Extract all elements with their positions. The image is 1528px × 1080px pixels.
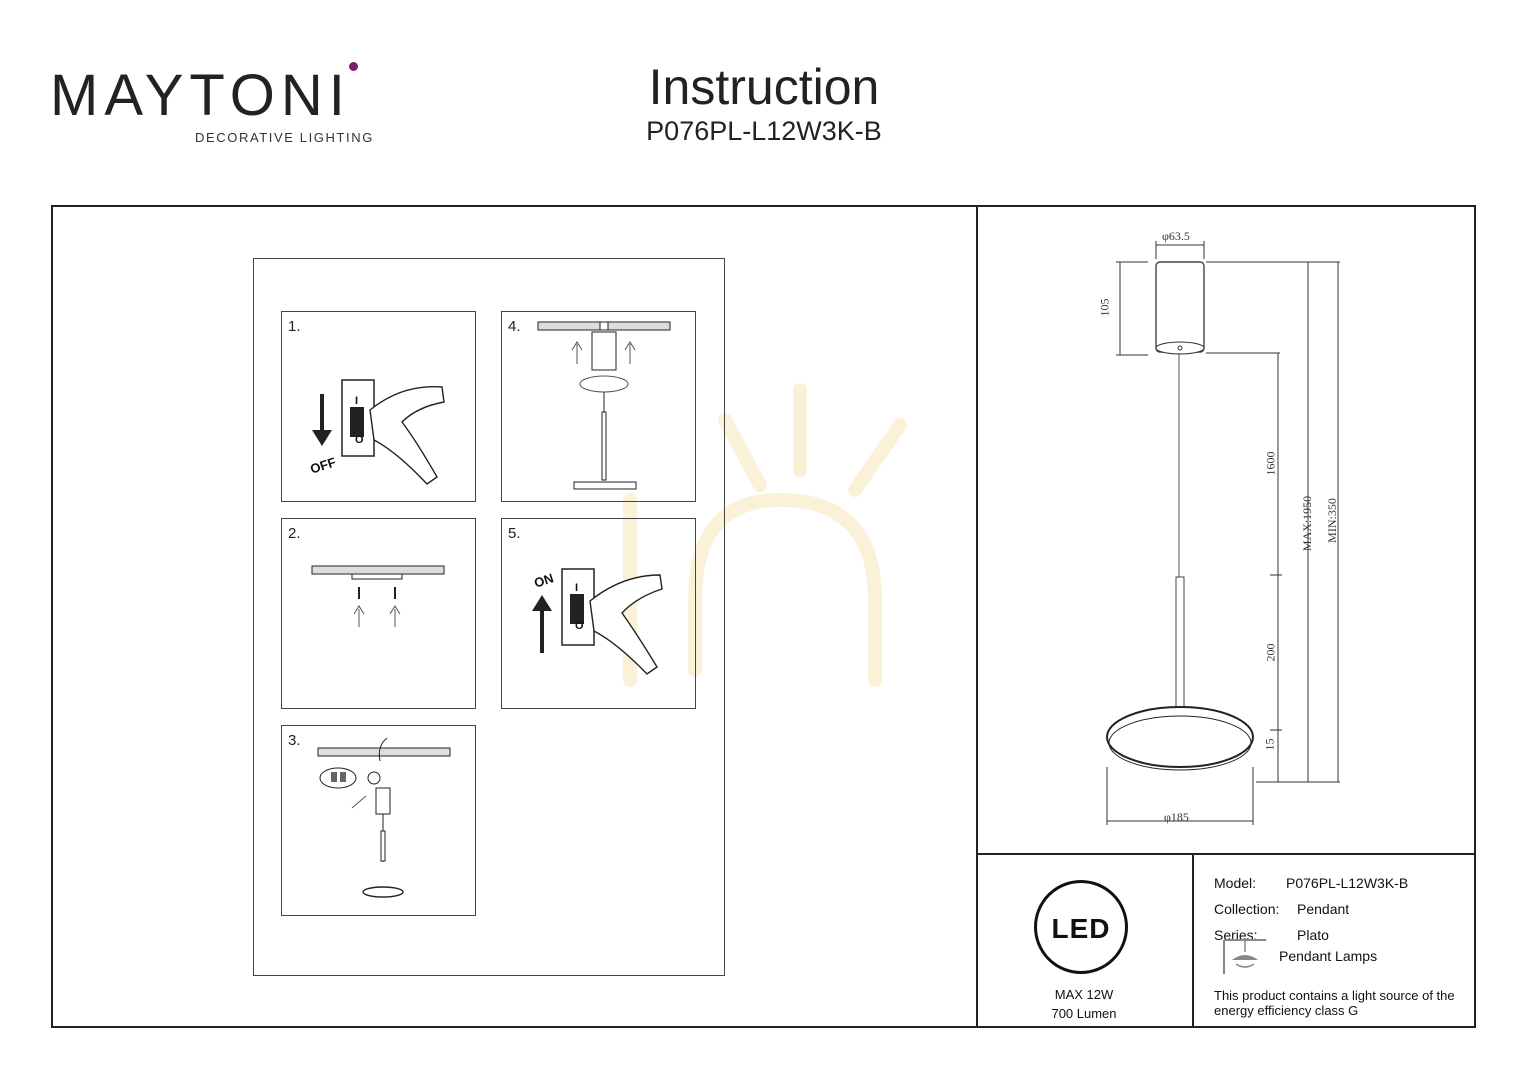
switch-on-marker: I: [355, 395, 359, 407]
switch-off-marker: O: [355, 434, 364, 446]
lamp-attach-illustration: [537, 321, 671, 490]
collection-value: Pendant: [1297, 901, 1350, 917]
energy-text-line1: This product contains a light source of …: [1214, 988, 1455, 1003]
step-2-number: 2.: [288, 525, 301, 542]
installation-steps-panel: [253, 258, 725, 976]
switch-on-marker-5: I: [575, 582, 579, 594]
step-3-panel: 3.: [281, 725, 476, 916]
dimension-drawing: [1106, 241, 1340, 825]
frame-divider-horizontal: [976, 853, 1476, 855]
step-5-number: 5.: [508, 525, 521, 542]
step-2-panel: 2.: [281, 518, 476, 709]
step-4-panel: 4.: [501, 311, 696, 502]
led-power: MAX 12W: [1054, 987, 1114, 1002]
pendant-lamp-icon: [1223, 939, 1266, 974]
led-badge-label: LED: [1051, 913, 1111, 944]
ceiling-mount-illustration: [311, 565, 445, 627]
switch-on-illustration: [532, 568, 663, 675]
step-1-number: 1.: [288, 318, 301, 335]
brand-tagline: DECORATIVE LIGHTING: [195, 130, 374, 145]
step-3-number: 3.: [288, 732, 301, 749]
canopy-height-label: 105: [1097, 298, 1112, 317]
energy-text-line2: energy efficiency class G: [1214, 1003, 1359, 1018]
page-model-code: P076PL-L12W3K-B: [646, 116, 882, 146]
spec-divider-vertical: [1192, 853, 1194, 1028]
cable-length-label: 1600: [1263, 451, 1278, 476]
min-height-label: MIN:350: [1324, 498, 1339, 543]
switch-off-marker-5: O: [575, 620, 584, 632]
step-4-number: 4.: [508, 318, 521, 335]
tube-length-label: 200: [1263, 643, 1278, 662]
model-value: P076PL-L12W3K-B: [1286, 875, 1409, 891]
step-1-panel: 1. I O OFF: [281, 311, 476, 502]
instruction-frame: [51, 205, 1476, 1028]
led-lumen: 700 Lumen: [1051, 1006, 1117, 1021]
collection-label: Collection:: [1214, 901, 1280, 917]
max-height-label: MAX:1950: [1300, 495, 1315, 552]
brand-name: MAYTONI: [50, 63, 351, 128]
model-label: Model:: [1214, 875, 1257, 891]
step-5-panel: 5. I O ON: [501, 518, 696, 709]
led-badge: LED: [1034, 880, 1128, 974]
series-value: Plato: [1297, 927, 1329, 943]
wiring-illustration: [317, 737, 451, 898]
canopy-diameter-label: φ63.5: [1162, 229, 1190, 243]
disc-diameter-label: φ185: [1164, 810, 1189, 824]
frame-divider-vertical: [976, 205, 978, 1028]
logo-accent-dot: [349, 62, 358, 71]
brand-logo: MAYTONI: [50, 62, 351, 129]
switch-off-illustration: [312, 379, 445, 485]
disc-height-label: 15: [1262, 738, 1277, 751]
category-label: Pendant Lamps: [1279, 948, 1378, 964]
page-title: Instruction: [648, 59, 880, 115]
